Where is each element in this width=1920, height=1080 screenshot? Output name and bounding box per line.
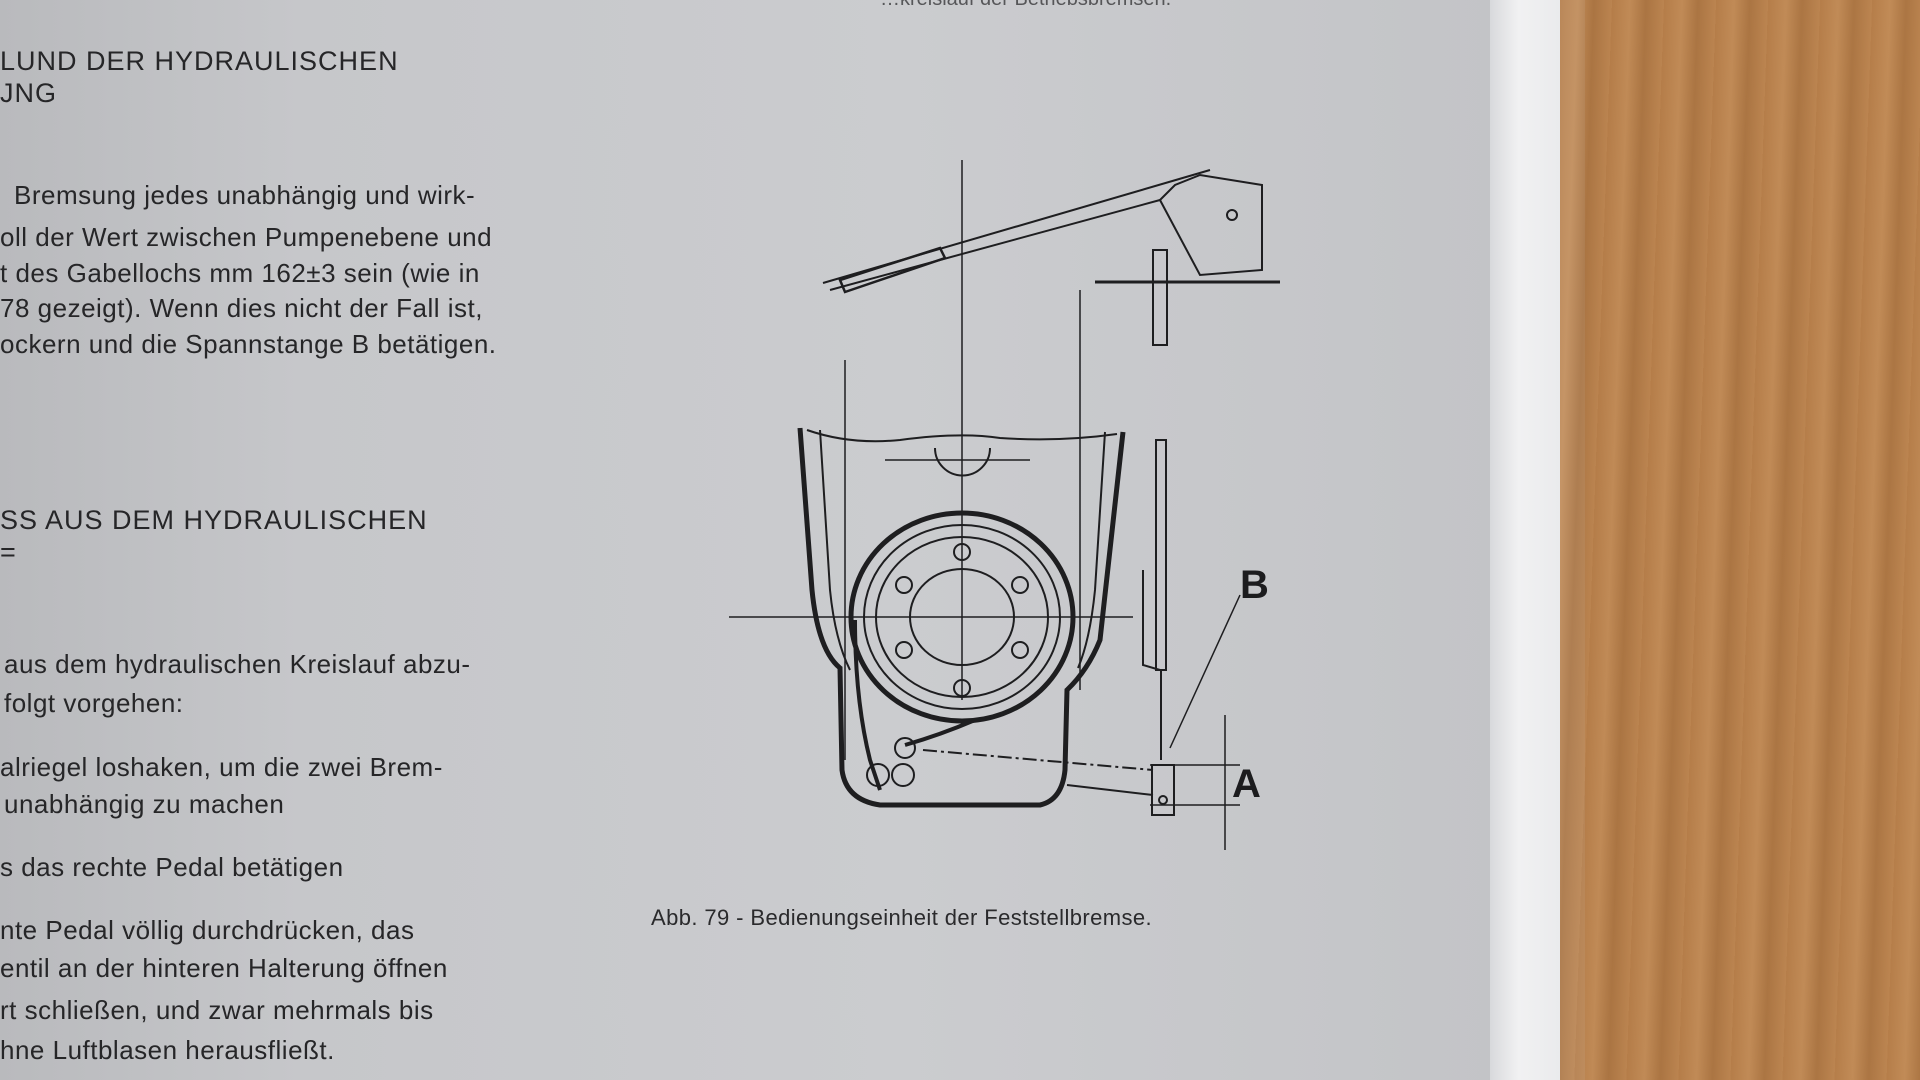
section2-intro-line: folgt vorgehen: xyxy=(4,688,184,718)
manual-page xyxy=(0,0,1500,1080)
step2-line: s das rechte Pedal betätigen xyxy=(0,852,344,882)
dimension-label-a: A xyxy=(1232,762,1261,806)
section1-heading-line1: LUND DER HYDRAULISCHEN xyxy=(0,46,399,76)
step1-line: alriegel loshaken, um die zwei Brem- xyxy=(0,752,443,782)
step3-line: hne Luftblasen herausfließt. xyxy=(0,1035,335,1065)
tension-rod-label-b: B xyxy=(1240,563,1269,607)
section1-paragraph-line: ockern und die Spannstange B betätigen. xyxy=(0,329,497,359)
figure-caption: Abb. 79 - Bedienungseinheit der Feststel… xyxy=(651,905,1153,930)
top-text-fragment: …kreislauf der Betriebsbremsen. xyxy=(880,0,1171,11)
wooden-table xyxy=(1560,0,1920,1080)
step3-line: entil an der hinteren Halterung öffnen xyxy=(0,953,448,983)
section2-heading-line1: SS AUS DEM HYDRAULISCHEN xyxy=(0,505,428,535)
section1-paragraph-line: oll der Wert zwischen Pumpenebene und xyxy=(0,222,493,252)
section2-heading-line2: = xyxy=(0,537,17,567)
step3-line: nte Pedal völlig durchdrücken, das xyxy=(0,915,415,945)
section2-intro-line: aus dem hydraulischen Kreislauf abzu- xyxy=(4,649,471,679)
section1-paragraph-line: Bremsung jedes unabhängig und wirk- xyxy=(14,180,476,210)
step3-line: rt schließen, und zwar mehrmals bis xyxy=(0,995,434,1025)
section1-heading-line2: JNG xyxy=(0,78,57,108)
section1-paragraph-line: 78 gezeigt). Wenn dies nicht der Fall is… xyxy=(0,293,483,323)
section1-paragraph-line: t des Gabellochs mm 162±3 sein (wie in xyxy=(0,258,480,288)
step1-line: unabhängig zu machen xyxy=(4,789,285,819)
